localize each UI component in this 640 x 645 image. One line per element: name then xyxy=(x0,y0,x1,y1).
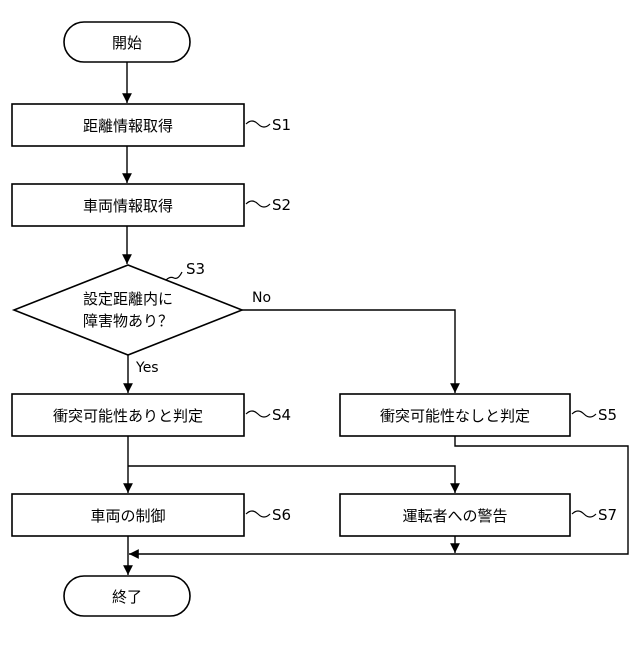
step-s6-leader xyxy=(246,511,270,517)
step-s7: 運転者への警告 S7 xyxy=(340,494,617,536)
step-s2-text: 車両情報取得 xyxy=(83,197,173,215)
step-s6-text: 車両の制御 xyxy=(90,507,165,525)
step-s5-text: 衝突可能性なしと判定 xyxy=(380,407,530,425)
step-s7-text: 運転者への警告 xyxy=(402,507,507,525)
step-s6-label: S6 xyxy=(272,506,291,524)
step-s6: 車両の制御 S6 xyxy=(12,494,291,536)
step-s4-leader xyxy=(246,411,270,417)
step-s5-leader xyxy=(572,411,596,417)
step-s1-label: S1 xyxy=(272,116,291,134)
step-s1: 距離情報取得 S1 xyxy=(12,104,291,146)
start-terminator: 開始 xyxy=(64,22,190,62)
decision-s3-line-1: 設定距離内に xyxy=(83,290,173,308)
decision-yes-label: Yes xyxy=(135,360,159,376)
step-s2-leader xyxy=(246,201,270,207)
step-s7-leader xyxy=(572,511,596,517)
step-s5-label: S5 xyxy=(598,406,617,424)
end-terminator: 終了 xyxy=(64,576,190,616)
step-s2-label: S2 xyxy=(272,196,291,214)
decision-s3-leader xyxy=(166,272,182,280)
start-label: 開始 xyxy=(112,34,142,52)
decision-s3: 設定距離内に 障害物あり？ S3 Yes No xyxy=(14,260,271,376)
step-s4-text: 衝突可能性ありと判定 xyxy=(53,407,203,425)
decision-s3-label: S3 xyxy=(186,260,205,278)
step-s1-text: 距離情報取得 xyxy=(83,117,173,135)
edge-s3-s5-no xyxy=(242,310,455,393)
decision-no-label: No xyxy=(252,290,271,306)
step-s7-label: S7 xyxy=(598,506,617,524)
decision-s3-line-2: 障害物あり？ xyxy=(83,312,173,330)
step-s4-label: S4 xyxy=(272,406,291,424)
step-s1-leader xyxy=(246,121,270,127)
end-label: 終了 xyxy=(112,588,142,606)
step-s5: 衝突可能性なしと判定 S5 xyxy=(340,394,617,436)
step-s2: 車両情報取得 S2 xyxy=(12,184,291,226)
step-s4: 衝突可能性ありと判定 S4 xyxy=(12,394,291,436)
edge-s4-s7 xyxy=(128,466,455,493)
